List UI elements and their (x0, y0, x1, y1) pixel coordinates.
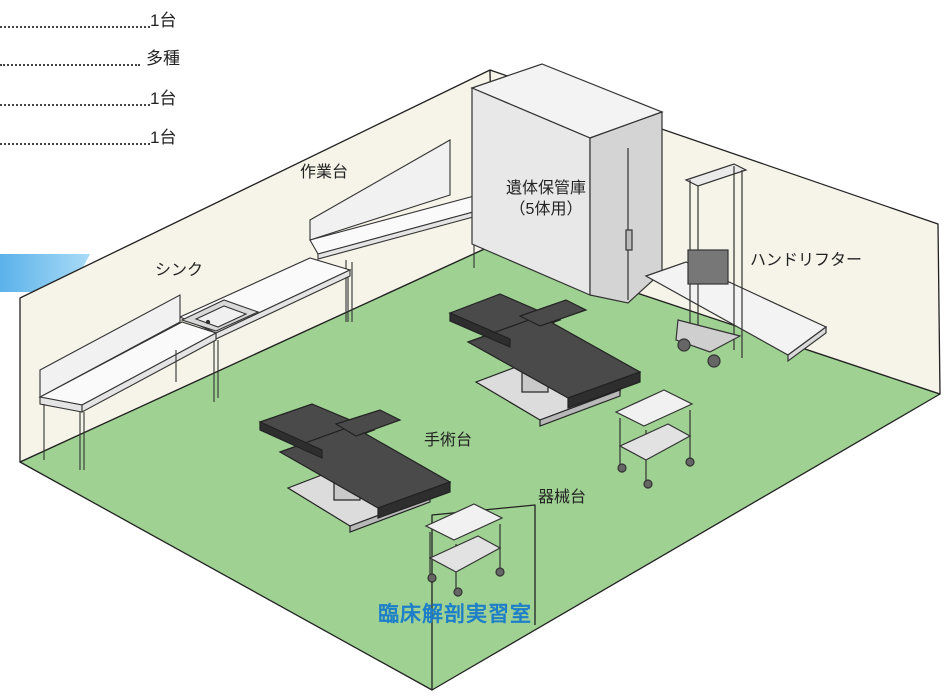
instrument-cart (614, 389, 695, 489)
storage-label-line2: （5体用） (509, 201, 583, 218)
hand-lifter-label: ハンドリフター (750, 252, 863, 269)
sink-label: シンク (155, 262, 204, 279)
inventory-row: 1台 (0, 84, 900, 114)
inventory-value: 1台 (150, 11, 177, 30)
side-counter (38, 294, 218, 470)
instrument-cart (424, 503, 505, 597)
room-title: 臨床解剖実習室 (378, 603, 532, 626)
body-storage-cabinet (470, 63, 664, 304)
leader-dots (0, 0, 150, 28)
workbench-label: 作業台 (300, 164, 349, 181)
operating-table (448, 293, 642, 427)
storage-label-line1: 遺体保管庫 (506, 180, 587, 197)
inventory-row: 1台 (0, 123, 900, 153)
storage-label: 遺体保管庫 （5体用） (506, 178, 586, 220)
leader-dots (0, 34, 140, 66)
inventory-row: 多種 (0, 44, 900, 74)
instrument-table-label: 器械台 (538, 489, 587, 506)
inventory-row: 1台 (0, 6, 900, 36)
operating-table (258, 403, 452, 533)
inventory-value: 1台 (150, 89, 177, 108)
leader-dots (0, 113, 150, 145)
inventory-value: 多種 (146, 49, 180, 68)
operating-table-label: 手術台 (424, 432, 473, 449)
hand-lifter (644, 163, 828, 368)
leader-dots (0, 74, 150, 106)
inventory-value: 1台 (150, 128, 177, 147)
